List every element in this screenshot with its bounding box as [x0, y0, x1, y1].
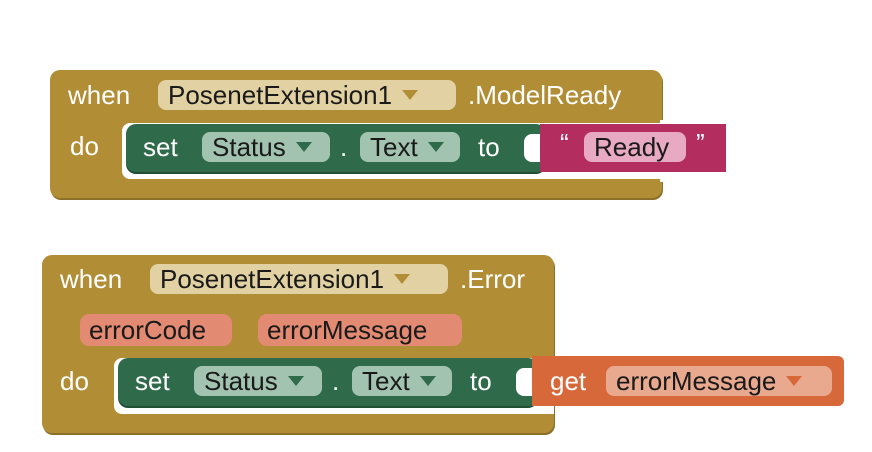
set-label: set	[143, 132, 178, 162]
variable-name: errorMessage	[616, 366, 777, 396]
chevron-down-icon	[419, 376, 436, 386]
to-label: to	[478, 132, 500, 162]
component-name: PosenetExtension1	[168, 80, 393, 110]
property-name: Text	[362, 366, 410, 396]
variable-dropdown[interactable]: errorMessage	[606, 366, 832, 396]
chevron-down-icon	[786, 376, 803, 386]
target-component-dropdown[interactable]: Status	[202, 132, 330, 162]
component-dropdown[interactable]: PosenetExtension1	[158, 80, 456, 110]
open-quote: “	[560, 128, 569, 158]
get-label: get	[550, 366, 587, 396]
set-status-text-block[interactable]	[126, 124, 546, 172]
dot-separator: .	[332, 366, 340, 396]
param-error-message[interactable]: errorMessage	[258, 314, 462, 346]
set-label: set	[135, 366, 170, 396]
dot-separator: .	[340, 132, 348, 162]
value-socket	[516, 368, 532, 396]
chevron-down-icon	[287, 376, 304, 386]
target-component-name: Status	[204, 366, 278, 396]
event-name: .ModelReady	[468, 80, 622, 110]
close-quote: ”	[696, 128, 705, 158]
do-label: do	[60, 366, 89, 396]
string-value-field[interactable]: Ready	[584, 132, 686, 162]
value-socket	[524, 134, 540, 162]
chevron-down-icon	[427, 142, 444, 152]
target-component-dropdown[interactable]: Status	[194, 366, 322, 396]
do-label: do	[70, 131, 99, 161]
component-dropdown[interactable]: PosenetExtension1	[150, 264, 448, 294]
chevron-down-icon	[394, 274, 411, 284]
component-name: PosenetExtension1	[160, 264, 385, 294]
property-dropdown[interactable]: Text	[352, 366, 452, 396]
when-label: when	[68, 80, 131, 110]
chevron-down-icon	[295, 142, 312, 152]
when-label: when	[60, 264, 123, 294]
param-error-code[interactable]: errorCode	[80, 314, 232, 346]
target-component-name: Status	[212, 132, 286, 162]
property-dropdown[interactable]: Text	[360, 132, 460, 162]
property-name: Text	[370, 132, 418, 162]
to-label: to	[470, 366, 492, 396]
event-name: .Error	[460, 264, 525, 294]
chevron-down-icon	[402, 90, 419, 100]
set-status-text-block[interactable]	[118, 358, 538, 406]
